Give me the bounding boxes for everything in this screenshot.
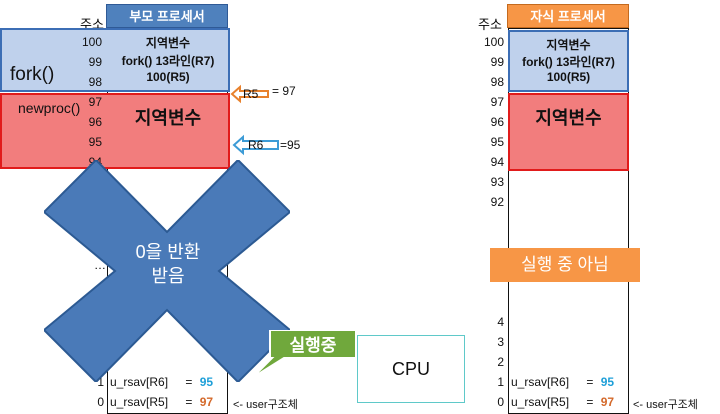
- child-row-92: 92: [490, 195, 504, 209]
- cpu-label: CPU: [391, 359, 430, 379]
- parent-user-struct-label: <- user구조체: [233, 399, 298, 411]
- parent-row-97: 97: [88, 95, 102, 109]
- parent-rsav-r6: u_rsav[R6] = 95: [110, 375, 213, 389]
- child-local-var-frame: [508, 93, 629, 171]
- r5-value: = 97: [272, 84, 296, 98]
- parent-rsav-r5-eq: =: [185, 395, 193, 409]
- child-rsav-r6-label: u_rsav[R6]: [511, 375, 570, 389]
- child-not-running-label: 실행 중 아님: [490, 248, 640, 282]
- parent-fork-label: fork(): [10, 64, 55, 85]
- child-address-header: 주소: [478, 17, 502, 32]
- child-rsav-r5-eq: =: [586, 395, 594, 409]
- cpu-box: [357, 335, 465, 403]
- child-row-2: 2: [497, 355, 504, 369]
- child-row-0: 0: [497, 395, 504, 409]
- child-rsav-r6-eq: =: [586, 375, 594, 389]
- parent-local-var-label: 지역변수: [134, 108, 202, 128]
- parent-rsav-r6-eq: =: [185, 375, 193, 389]
- parent-row-1: 1: [97, 375, 104, 389]
- child-rsav-r5: u_rsav[R5] = 97: [511, 395, 614, 409]
- r6-value: =95: [280, 138, 301, 152]
- child-row-96: 96: [490, 115, 504, 129]
- x-message-line1: 0을 반환: [135, 242, 201, 262]
- child-rsav-r6-value: 95: [600, 375, 615, 389]
- child-row-99: 99: [490, 55, 504, 69]
- parent-row-99: 99: [88, 55, 102, 69]
- child-row-93: 93: [490, 175, 504, 189]
- child-row-94: 94: [490, 155, 504, 169]
- r5-arrow-icon: [230, 84, 269, 104]
- parent-block-line-1: 지역변수: [145, 36, 191, 50]
- x-message-line2: 받음: [151, 266, 185, 286]
- running-pointer-icon: [251, 330, 357, 379]
- parent-rsav-r5-value: 97: [199, 395, 214, 409]
- parent-row-0: 0: [97, 395, 104, 409]
- child-row-95: 95: [490, 135, 504, 149]
- r6-label: R6: [248, 138, 264, 152]
- child-row-4: 4: [497, 315, 504, 329]
- parent-fork-frame: [0, 28, 230, 92]
- parent-newproc-label: newproc(): [18, 100, 81, 116]
- child-rsav-r5-label: u_rsav[R5]: [511, 395, 570, 409]
- child-row-98: 98: [490, 75, 504, 89]
- child-process-title: 자식 프로세서: [507, 4, 629, 28]
- running-label: 실행중: [289, 336, 337, 355]
- parent-newproc-frame: [0, 93, 230, 169]
- parent-rsav-r5: u_rsav[R5] = 97: [110, 395, 213, 409]
- child-block-line-2: fork() 13라인(R7): [522, 55, 615, 69]
- parent-row-98: 98: [88, 75, 102, 89]
- parent-rsav-r6-value: 95: [199, 375, 214, 389]
- parent-row-95: 95: [88, 135, 102, 149]
- parent-rsav-r6-label: u_rsav[R6]: [110, 375, 169, 389]
- child-row-3: 3: [497, 335, 504, 349]
- child-block-line-3: 100(R5): [546, 70, 591, 84]
- parent-rsav-r5-label: u_rsav[R5]: [110, 395, 169, 409]
- child-rsav-r5-value: 97: [600, 395, 615, 409]
- cross-x-icon: [44, 160, 290, 382]
- parent-row-100: 100: [81, 35, 102, 49]
- parent-block-line-3: 100(R5): [146, 70, 190, 84]
- parent-row-96: 96: [88, 115, 102, 129]
- child-user-struct-label: <- user구조체: [633, 399, 698, 411]
- child-rsav-r6: u_rsav[R6] = 95: [511, 375, 614, 389]
- parent-block-line-2: fork() 13라인(R7): [121, 54, 215, 68]
- child-local-var-label: 지역변수: [535, 108, 602, 128]
- child-row-1: 1: [497, 375, 504, 389]
- child-block-line-1: 지역변수: [546, 38, 591, 52]
- r5-label: R5: [243, 87, 259, 101]
- r6-arrow-icon: [232, 134, 279, 156]
- parent-process-title: 부모 프로세서: [106, 4, 228, 28]
- child-fork-frame: [508, 30, 629, 92]
- child-row-100: 100: [483, 35, 504, 49]
- child-row-97: 97: [490, 95, 504, 109]
